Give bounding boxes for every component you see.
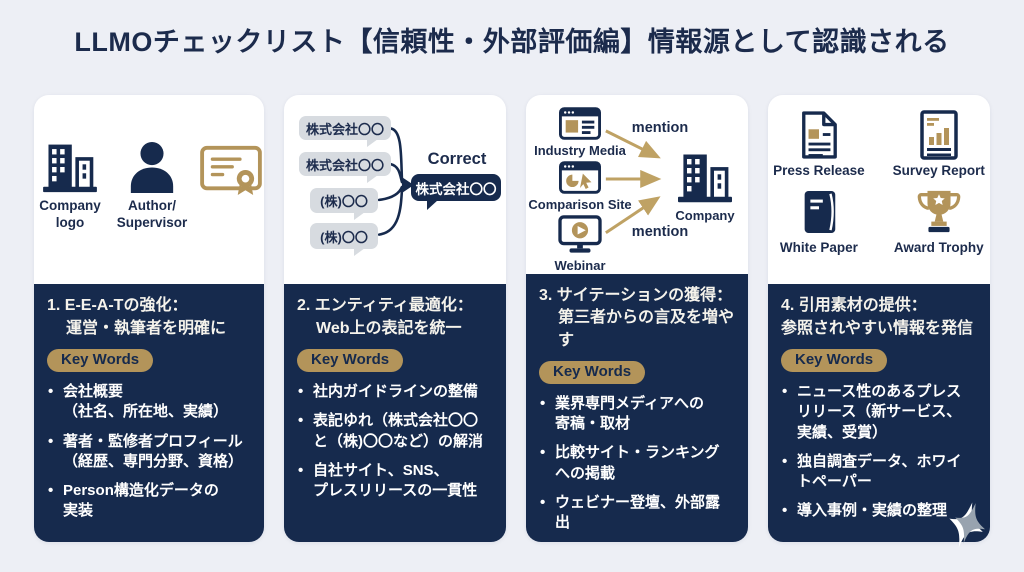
bullet-item: ニュース性のあるプレス リリース（新サービス、 実績、受賞） (781, 382, 985, 443)
award-trophy-label: Award Trophy (893, 240, 984, 256)
card-entity: 株式会社〇〇 株式会社〇〇 (株)〇〇 (株)〇〇 Correct 株式会社〇〇… (284, 95, 506, 543)
sparkle-icon (949, 502, 986, 548)
bullet-item: 会社概要 （社名、所在地、実績） (47, 382, 259, 423)
keywords-badge: Key Words (47, 349, 154, 373)
card-eeat: Company logo Author/ Supervisor (34, 95, 264, 543)
card-citation-heading: 3. サイテーションの獲得： 第三者からの言及を増やす (539, 286, 735, 349)
white-paper-block: White Paper (773, 187, 865, 257)
mention-label-top: mention (631, 120, 689, 137)
bullet-item: Person構造化データの 実装 (47, 481, 259, 522)
card-entity-content: 2. エンティティ最適化： Web上の表記を統一 Key Words 社内ガイド… (284, 284, 506, 543)
bullet-item: 独自調査データ、ホワイ トペーパー (781, 452, 985, 493)
company-block: Company (664, 149, 746, 224)
card-citation: Industry Media Comparison Site (526, 95, 748, 543)
browser-media-icon (559, 107, 601, 141)
author-label: Author/ Supervisor (116, 198, 188, 231)
press-release-label: Press Release (773, 163, 865, 179)
company-logo-label: Company logo (39, 198, 101, 231)
company-label: Company (675, 208, 735, 224)
award-trophy-icon (917, 191, 961, 233)
mention-label-bottom: mention (631, 224, 689, 241)
bullet-item: 表記ゆれ（株式会社〇〇 と（株)〇〇など）の解消 (297, 411, 501, 452)
card-citation-illustration: Industry Media Comparison Site (526, 95, 748, 274)
industry-media-label: Industry Media (534, 143, 626, 159)
certificate-icon (200, 146, 262, 196)
card-eeat-illustration: Company logo Author/ Supervisor (34, 95, 264, 285)
comparison-site-label: Comparison Site (528, 197, 632, 213)
keywords-badge: Key Words (297, 349, 404, 373)
bullet-item: 業界専門メディアへの 寄稿・取材 (539, 394, 743, 435)
webinar-monitor-icon (558, 215, 602, 254)
converge-lines-graphic (377, 127, 414, 237)
press-release-icon (801, 111, 837, 159)
comparison-site-block: Comparison Site (528, 161, 632, 213)
page-title: LLMOチェックリスト【信頼性・外部評価編】情報源として認識される (74, 27, 950, 57)
certificate-block (198, 141, 264, 196)
card-citation-bullets: 業界専門メディアへの 寄稿・取材 比較サイト・ランキング への掲載 ウェビナー登… (539, 394, 743, 534)
white-paper-label: White Paper (779, 240, 858, 256)
card-entity-illustration: 株式会社〇〇 株式会社〇〇 (株)〇〇 (株)〇〇 Correct 株式会社〇〇 (284, 95, 506, 285)
survey-report-label: Survey Report (892, 163, 985, 179)
bullet-item: 導入事例・実績の整理 (781, 501, 985, 522)
webinar-label: Webinar (554, 258, 606, 274)
company-building-icon (678, 154, 732, 203)
company-building-icon (43, 144, 97, 193)
card-citable-assets-illustration: Press Release Survey Report (768, 95, 990, 285)
award-trophy-block: Award Trophy (893, 187, 985, 257)
company-logo-block: Company logo (34, 141, 106, 232)
white-paper-icon (804, 191, 836, 234)
cards-container: Company logo Author/ Supervisor (0, 95, 1024, 548)
survey-report-block: Survey Report (893, 110, 985, 180)
webinar-block: Webinar (532, 215, 628, 274)
bullet-item: 著者・監修者プロフィール （経歴、専門分野、資格） (47, 432, 259, 473)
author-block: Author/ Supervisor (116, 141, 188, 232)
bullet-item: 自社サイト、SNS、 プレスリリースの一貫性 (297, 461, 501, 502)
press-release-block: Press Release (773, 110, 865, 180)
correct-label: Correct (427, 150, 487, 169)
author-person-icon (130, 142, 174, 194)
correct-bubble: 株式会社〇〇 (411, 174, 501, 211)
survey-report-icon (920, 110, 958, 161)
card-citable-assets-content: 4. 引用素材の提供： 参照されやすい情報を発信 Key Words ニュース性… (768, 284, 990, 543)
keywords-badge: Key Words (781, 349, 888, 373)
card-entity-bullets: 社内ガイドラインの整備 表記ゆれ（株式会社〇〇 と（株)〇〇など）の解消 自社サ… (297, 382, 501, 501)
keywords-badge: Key Words (539, 360, 646, 384)
card-citation-content: 3. サイテーションの獲得： 第三者からの言及を増やす Key Words 業界… (526, 273, 748, 543)
card-eeat-heading: 1. E-E-A-Tの強化： 運営・執筆者を明確に (47, 297, 227, 337)
bullet-item: 比較サイト・ランキング への掲載 (539, 443, 743, 484)
card-eeat-content: 1. E-E-A-Tの強化： 運営・執筆者を明確に Key Words 会社概要… (34, 284, 264, 543)
variant-bubble: 株式会社〇〇 (299, 116, 391, 148)
bullet-item: 社内ガイドラインの整備 (297, 382, 501, 403)
browser-cursor-icon (559, 161, 601, 195)
card-citable-assets: Press Release Survey Report (768, 95, 990, 548)
card-citable-assets-bullets: ニュース性のあるプレス リリース（新サービス、 実績、受賞） 独自調査データ、ホ… (781, 382, 985, 522)
card-eeat-bullets: 会社概要 （社名、所在地、実績） 著者・監修者プロフィール （経歴、専門分野、資… (47, 382, 259, 522)
industry-media-block: Industry Media (532, 107, 628, 159)
variant-bubble: (株)〇〇 (310, 223, 378, 257)
bullet-item: ウェビナー登壇、外部露 出 (539, 493, 743, 534)
variant-bubble: 株式会社〇〇 (299, 152, 391, 184)
mention-arrows-graphic (605, 129, 662, 235)
card-entity-heading: 2. エンティティ最適化： Web上の表記を統一 (297, 297, 473, 337)
variant-bubble: (株)〇〇 (310, 188, 378, 221)
card-citable-assets-heading: 4. 引用素材の提供： 参照されやすい情報を発信 (781, 297, 974, 337)
